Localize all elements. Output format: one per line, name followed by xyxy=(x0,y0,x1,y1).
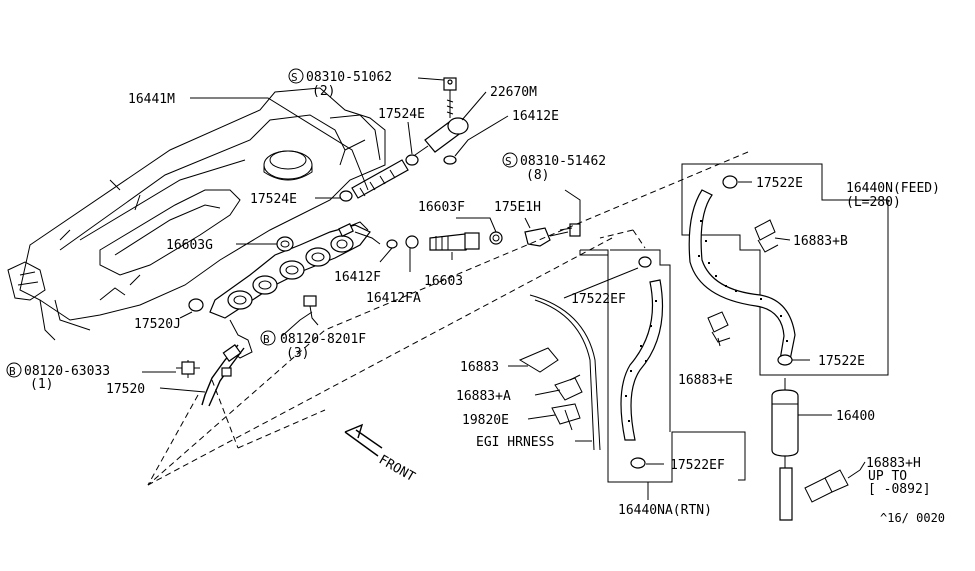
grommet-16603G xyxy=(276,236,294,252)
clip-16883H xyxy=(804,469,861,503)
label-16412E: 16412E xyxy=(512,109,559,124)
label-08310-51062-qty: (2) xyxy=(312,84,335,99)
label-16603: 16603 xyxy=(424,274,463,289)
label-08120-8201F-qty: (3) xyxy=(286,346,309,361)
label-16883: 16883 xyxy=(460,360,499,375)
diagram-code: ^16/ 0020 xyxy=(880,511,945,525)
label-08120-63033-qty: (1) xyxy=(30,377,53,392)
feed-hose-16440N xyxy=(688,175,796,366)
label-16400: 16400 xyxy=(836,409,875,424)
label-16440N-length: (L=280) xyxy=(846,195,901,210)
label-16441M: 16441M xyxy=(128,92,175,107)
label-16412FA: 16412FA xyxy=(366,291,421,306)
label-17561H: 175E1H xyxy=(494,200,541,215)
label-08120-8201F: 08120-8201F xyxy=(280,332,366,347)
symbol-b-circle xyxy=(260,330,276,346)
label-17524E-top: 17524E xyxy=(378,107,425,122)
return-hose-box xyxy=(579,249,746,483)
label-16883E: 16883+E xyxy=(678,373,733,388)
label-08310-51462-qty: (8) xyxy=(526,168,549,183)
fuel-filter-16400 xyxy=(771,378,799,521)
label-up-to: UP TO xyxy=(868,469,907,484)
oring-16412E xyxy=(443,155,457,165)
feed-hose-box xyxy=(681,163,889,376)
label-egi-harness: EGI HRNESS xyxy=(476,435,554,450)
symbol-b-circle-2 xyxy=(6,362,22,378)
label-17522E-bottom: 17522E xyxy=(818,354,865,369)
egi-harness xyxy=(518,294,601,451)
label-up-to-range: [ -0892] xyxy=(868,482,931,497)
bolt-08120-8201F xyxy=(303,295,319,326)
label-16412F: 16412F xyxy=(334,270,381,285)
label-16883A: 16883+A xyxy=(456,389,511,404)
clip-16883B xyxy=(754,219,779,253)
label-08310-51062: 08310-51062 xyxy=(306,70,392,85)
injector-16603 xyxy=(386,223,581,251)
label-16603G: 16603G xyxy=(166,238,213,253)
label-17524E-left: 17524E xyxy=(250,192,297,207)
label-16440NA: 16440NA(RTN) xyxy=(618,503,712,518)
label-17522E-top: 17522E xyxy=(756,176,803,191)
label-17520: 17520 xyxy=(106,382,145,397)
label-17522EF-top: 17522EF xyxy=(571,292,626,307)
symbol-s-circle xyxy=(288,68,304,84)
fuel-rail-assembly xyxy=(209,221,381,359)
pressure-regulator-22670M xyxy=(414,77,469,156)
hose-16441M xyxy=(351,159,409,199)
seal-17520J xyxy=(188,298,204,312)
label-16883H: 16883+H xyxy=(866,456,921,471)
leader-lines xyxy=(142,77,866,500)
label-16883B: 16883+B xyxy=(793,234,848,249)
symbol-s-2: S xyxy=(505,155,512,168)
label-17520J: 17520J xyxy=(134,317,181,332)
return-hose-16440NA xyxy=(620,256,663,469)
label-front: FRONT xyxy=(376,452,418,485)
label-17522EF-bottom: 17522EF xyxy=(670,458,725,473)
engine-outline xyxy=(7,87,386,341)
label-16440N: 16440N(FEED) xyxy=(846,181,940,196)
front-arrow-icon xyxy=(344,423,383,457)
part-labels: 16441M S 08310-51062 (2) 22670M 17524E 1… xyxy=(6,68,945,525)
symbol-s-circle-2 xyxy=(502,152,518,168)
dashed-frame xyxy=(147,151,749,486)
symbol-b-2: B xyxy=(9,365,16,378)
label-16603F: 16603F xyxy=(418,200,465,215)
label-08120-63033: 08120-63033 xyxy=(24,364,110,379)
symbol-b: B xyxy=(263,333,270,346)
label-22670M: 22670M xyxy=(490,85,537,100)
clip-16883E xyxy=(707,311,731,343)
label-08310-51462: 08310-51462 xyxy=(520,154,606,169)
symbol-s: S xyxy=(291,71,298,84)
fuel-tube-17520 xyxy=(176,344,245,407)
clamp-17524E xyxy=(339,154,419,202)
label-19820E: 19820E xyxy=(462,413,509,428)
bolt-08310-51062 xyxy=(447,79,453,85)
